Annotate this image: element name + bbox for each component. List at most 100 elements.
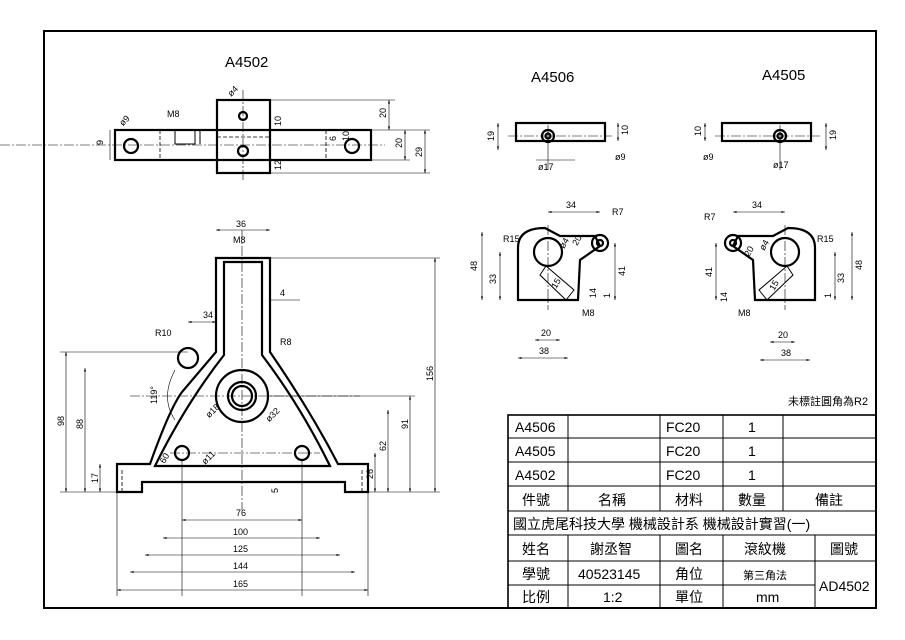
dim-top-9: 9 — [95, 140, 105, 145]
dim-m-34: 34 — [203, 310, 213, 320]
dim-a5-19: 19 — [828, 130, 838, 140]
dim-m-d18: ø18 — [204, 402, 222, 420]
tb-unit-value: mm — [756, 589, 779, 605]
dim-m-62: 62 — [378, 441, 388, 451]
dim-m-5: 5 — [270, 488, 280, 493]
dim-m-165: 165 — [233, 579, 248, 589]
dim-a5-34: 34 — [752, 200, 762, 210]
tb-row3-material: FC20 — [666, 467, 700, 483]
dim-a6-r15: R15 — [503, 234, 520, 244]
a4502-top-view: A4502 9 ø9 M8 ø4 20 20 29 10 6 10 12 — [0, 54, 430, 182]
dim-a5-m8: M8 — [738, 308, 751, 318]
tb-header-name: 名稱 — [598, 492, 626, 508]
tb-student-id-value: 40523145 — [578, 566, 641, 582]
dim-top-10a: 10 — [273, 116, 283, 126]
dim-a5-20s: 20 — [742, 244, 756, 258]
dim-top-20b: 20 — [394, 138, 404, 148]
dim-a5-r15: R15 — [817, 234, 834, 244]
tb-row2-no: A4505 — [515, 443, 556, 459]
dim-top-20a: 20 — [378, 108, 388, 118]
dim-a6-33: 33 — [488, 274, 498, 284]
drawing-border — [43, 30, 877, 609]
dim-a6-10: 10 — [620, 125, 630, 135]
dim-m-r10: R10 — [155, 328, 172, 338]
dim-m-60: 60 — [158, 451, 172, 465]
dim-m-144: 144 — [233, 561, 248, 571]
a4506-top-view: A4506 19 10 ø17 ø9 — [486, 69, 630, 172]
tb-row2-qty: 1 — [748, 443, 756, 459]
dim-a5-r7: R7 — [704, 212, 716, 222]
dim-a5-10: 10 — [693, 126, 703, 136]
a4502-front-view: 36 M8 4 34 R10 R8 119° ø18 ø32 ø11 60 15… — [56, 219, 440, 596]
dim-m-4: 4 — [280, 288, 285, 298]
tb-drawing-name-label: 圖名 — [675, 541, 703, 557]
dim-a6-41: 41 — [617, 266, 627, 276]
a4502-top-label: A4502 — [225, 54, 268, 71]
a4505-section-view: 34 R7 R15 ø4 20 15 48 33 41 14 1 M8 20 3… — [704, 200, 864, 362]
tb-header-remark: 備註 — [815, 492, 843, 508]
tb-unit-label: 單位 — [675, 589, 703, 605]
tb-name-value: 謝丞智 — [590, 541, 632, 557]
dim-a6-d17: ø17 — [538, 162, 554, 172]
tb-drawing-no-value: AD4502 — [819, 578, 870, 594]
dim-top-12: 12 — [273, 160, 283, 170]
tb-name-label: 姓名 — [522, 541, 550, 557]
dim-top-d9: ø9 — [117, 113, 132, 128]
a4506-section-view: 34 R7 R15 ø4 20 15 48 33 41 14 1 M8 20 3… — [469, 200, 627, 360]
dim-m-m8: M8 — [233, 235, 246, 245]
dim-m-36: 36 — [236, 219, 246, 229]
dim-a6-r7: R7 — [612, 207, 624, 217]
tb-school: 國立虎尾科技大學 機械設計系 機械設計實習(一) — [513, 516, 810, 532]
dim-m-125: 125 — [233, 544, 248, 554]
tb-scale-label: 比例 — [522, 589, 550, 605]
dim-m-119: 119° — [149, 386, 159, 404]
dim-top-6: 6 — [328, 136, 338, 141]
fillet-note: 未標註圓角為R2 — [788, 394, 868, 408]
dim-m-r8: R8 — [280, 337, 292, 347]
dim-a5-1: 1 — [823, 293, 833, 298]
dim-top-d4: ø4 — [226, 84, 241, 99]
dim-m-98: 98 — [56, 416, 66, 426]
dim-a6-38: 38 — [539, 346, 549, 356]
dim-a5-33: 33 — [836, 273, 846, 283]
dim-m-17: 17 — [90, 473, 100, 483]
tb-projection-label: 角位 — [675, 566, 703, 582]
dim-a6-19: 19 — [486, 131, 496, 141]
dim-a5-41: 41 — [704, 267, 714, 277]
dim-a5-20: 20 — [778, 330, 788, 340]
dim-a6-1: 1 — [602, 293, 612, 298]
dim-m-88: 88 — [75, 419, 85, 429]
dim-a6-20: 20 — [541, 328, 551, 338]
a4505-top-view: A4505 10 19 ø9 ø17 — [693, 67, 838, 170]
dim-a6-34: 34 — [566, 200, 576, 210]
dim-a6-m8: M8 — [582, 308, 595, 318]
title-block: A4506 FC20 1 A4505 FC20 1 A4502 FC20 1 件… — [507, 414, 877, 609]
tb-header-material: 材料 — [675, 492, 703, 508]
dim-m-d11: ø11 — [200, 449, 218, 467]
tb-row2-material: FC20 — [666, 443, 700, 459]
dim-a5-14: 14 — [719, 292, 729, 302]
tb-projection-value: 第三角法 — [743, 568, 787, 582]
tb-student-id-label: 學號 — [522, 566, 550, 582]
tb-drawing-name-value: 滾紋機 — [744, 541, 786, 557]
dim-top-10b: 10 — [341, 131, 351, 141]
tb-row3-qty: 1 — [748, 467, 756, 483]
dim-top-29: 29 — [414, 147, 424, 157]
dim-m-156: 156 — [425, 366, 435, 381]
tb-drawing-no-label: 圖號 — [830, 541, 858, 557]
dim-a5-38: 38 — [781, 348, 791, 358]
dim-a6-48: 48 — [469, 261, 479, 271]
tb-row1-no: A4506 — [515, 419, 556, 435]
tb-header-no: 件號 — [522, 492, 550, 508]
tb-row1-material: FC20 — [666, 419, 700, 435]
dim-a6-14: 14 — [588, 288, 598, 298]
dim-a6-d4: ø4 — [557, 236, 571, 250]
tb-scale-value: 1:2 — [603, 589, 623, 605]
tb-row3-no: A4502 — [515, 467, 556, 483]
dim-a5-15s: 15 — [767, 278, 781, 292]
dim-m-26r: 26 — [365, 469, 375, 479]
dim-a5-48: 48 — [854, 260, 864, 270]
tb-row1-qty: 1 — [748, 419, 756, 435]
dim-m-d32: ø32 — [264, 406, 282, 424]
